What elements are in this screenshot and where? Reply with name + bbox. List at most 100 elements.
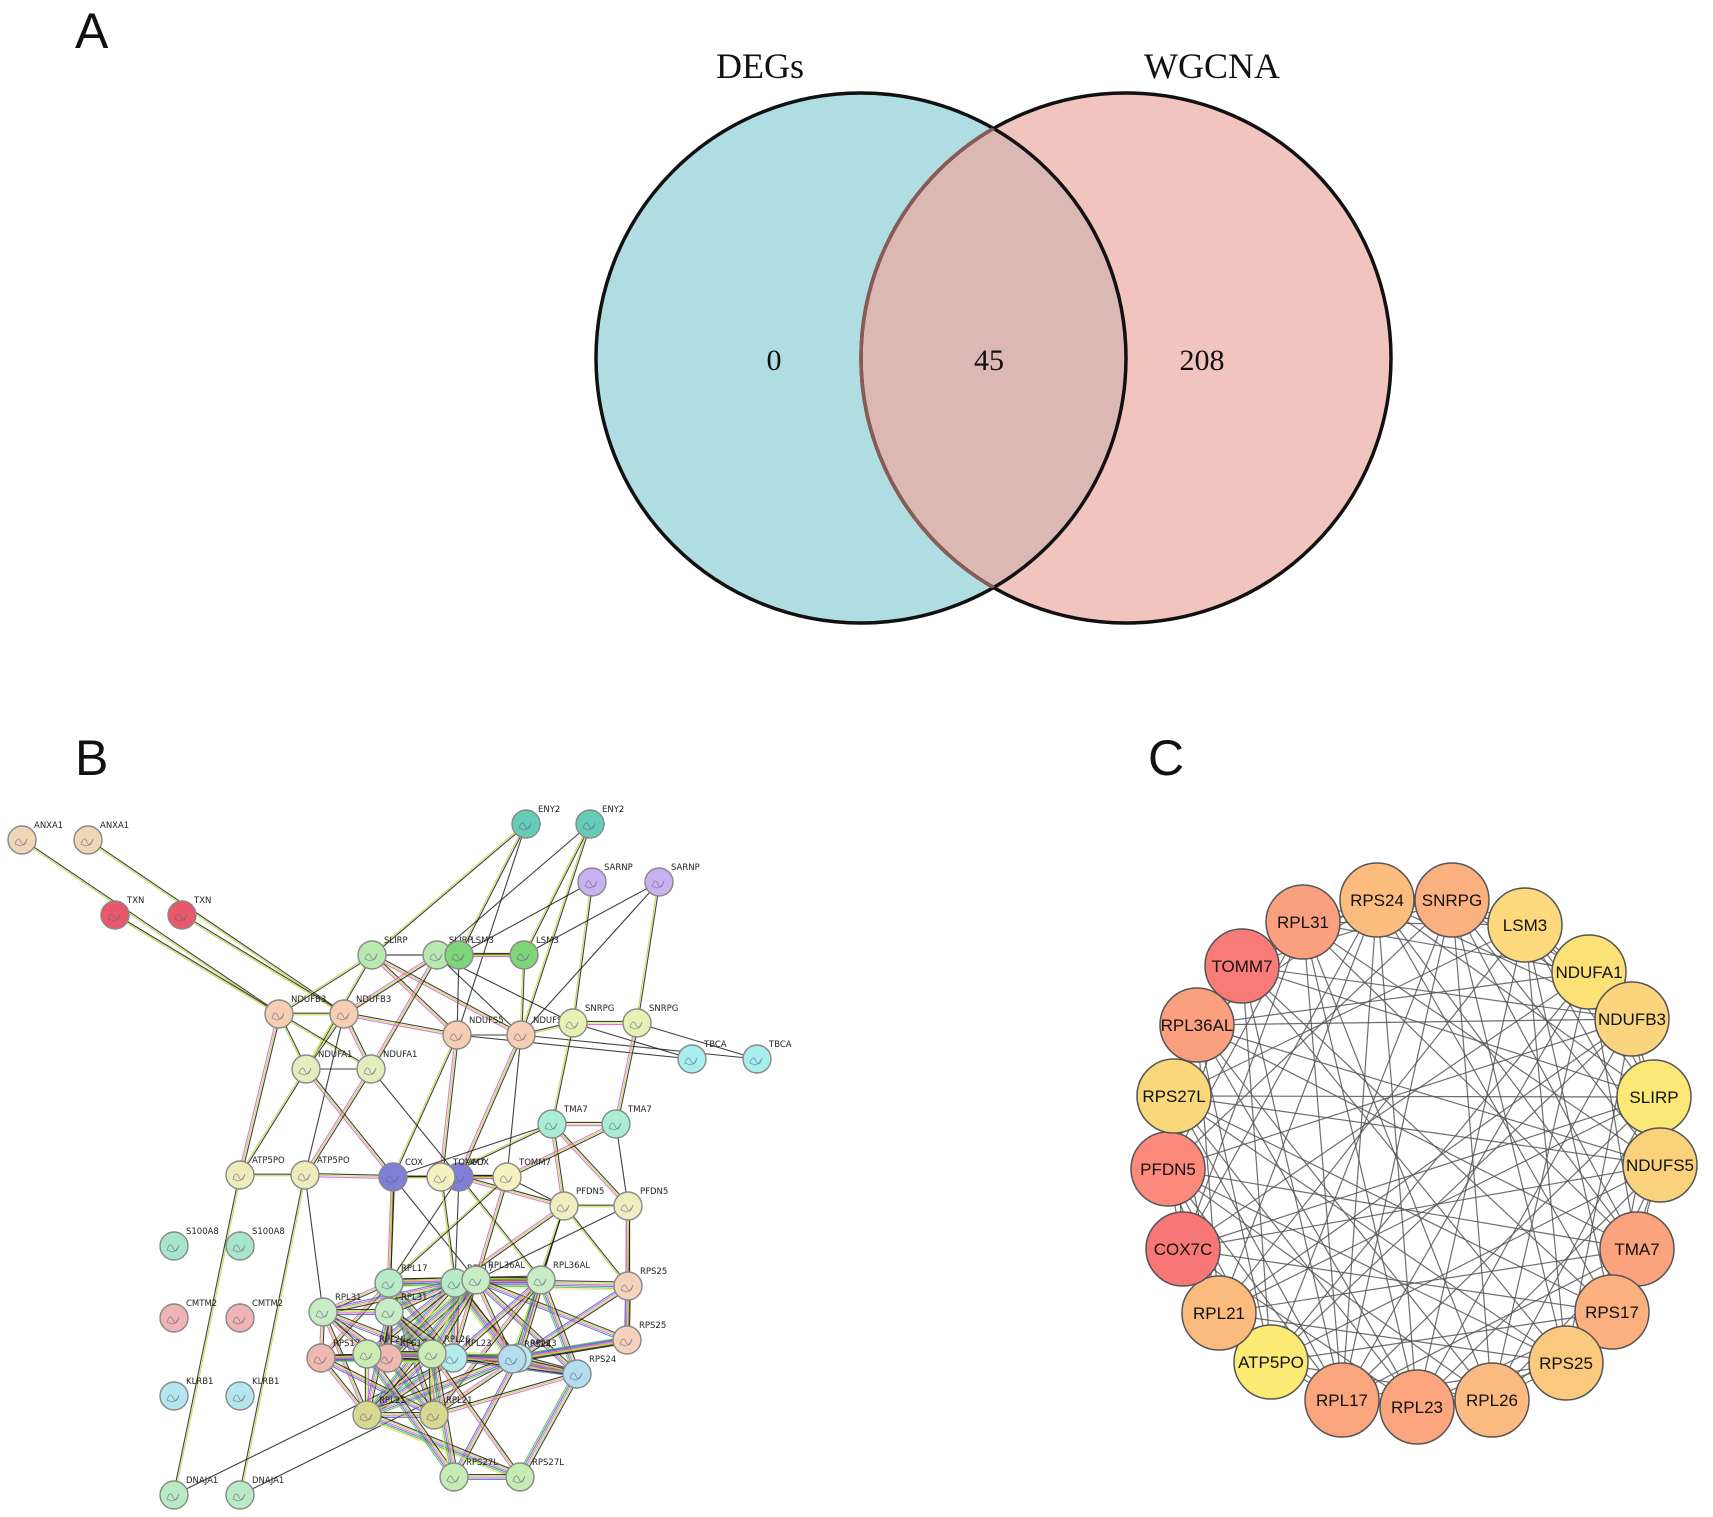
string-node-label: SARNP	[671, 863, 700, 873]
hub-edge	[1218, 924, 1526, 1314]
hub-node-circle	[1159, 987, 1235, 1063]
hub-edge	[1196, 1024, 1661, 1166]
string-node: S100A8	[225, 1227, 285, 1261]
string-node: TOMM7	[426, 1158, 485, 1192]
string-edge	[323, 1309, 434, 1353]
string-node-label: SLIRP	[384, 936, 408, 946]
string-edge	[368, 1355, 435, 1418]
string-edge	[459, 1035, 523, 1178]
string-edge	[367, 1352, 456, 1477]
string-node-circle	[526, 1265, 556, 1295]
hub-edge	[1173, 1095, 1343, 1401]
string-edge	[320, 1358, 434, 1417]
string-node-label: KLRB1	[252, 1377, 279, 1387]
hub-edge	[1302, 921, 1418, 1408]
hub-edge	[1182, 1096, 1655, 1250]
protein-structure-icon	[446, 1475, 460, 1484]
string-edge	[22, 838, 280, 1014]
string-edge	[366, 1415, 520, 1479]
hub-edge	[1173, 1095, 1567, 1364]
string-edge	[369, 1351, 458, 1476]
string-node: PFDN5	[613, 1187, 668, 1221]
string-edge	[434, 1375, 578, 1418]
string-node-label: RPL23	[465, 1339, 492, 1349]
hub-node-label: TMA7	[1614, 1240, 1659, 1259]
string-node: DNAJA1	[159, 1476, 218, 1510]
string-edge	[322, 1312, 432, 1356]
protein-structure-icon	[620, 1284, 634, 1293]
string-edge	[571, 881, 592, 1023]
string-network-nodes: ANXA1ANXA1TXNTXNENY2ENY2SARNPSARNPSLIRPS…	[7, 805, 792, 1510]
hub-node-circle	[1265, 884, 1341, 960]
string-edge	[475, 1280, 577, 1375]
protein-structure-icon	[298, 1067, 312, 1076]
string-node: RPL21	[419, 1396, 473, 1430]
string-node: ENY2	[575, 805, 624, 839]
string-node-circle	[612, 1325, 642, 1355]
string-edge	[550, 1124, 628, 1208]
string-node: RPS17	[306, 1339, 360, 1373]
hub-node: RPS24	[1339, 862, 1415, 938]
string-node-label: NDUFA1	[318, 1050, 352, 1060]
protein-structure-icon	[620, 1204, 634, 1213]
string-edge	[431, 1353, 521, 1478]
hub-edge	[1173, 1095, 1655, 1098]
protein-structure-icon	[433, 1175, 447, 1184]
string-edge	[520, 1374, 579, 1479]
string-node-label: TXN	[126, 896, 144, 906]
string-edge	[344, 1011, 458, 1034]
panel-letter-c: C	[1148, 730, 1184, 786]
string-edge	[114, 915, 279, 1016]
string-node-circle	[505, 1462, 535, 1492]
protein-structure-icon	[582, 822, 596, 831]
string-node-label: NDUFB3	[291, 995, 326, 1005]
string-node-label: LSM3	[471, 936, 494, 946]
string-edge	[433, 1371, 577, 1414]
string-node-circle	[537, 1109, 567, 1139]
hub-node-circle	[1594, 981, 1670, 1057]
string-edge	[452, 1278, 541, 1358]
string-edge	[238, 1068, 306, 1175]
string-edge	[343, 954, 438, 1015]
protein-structure-icon	[426, 1413, 440, 1422]
string-node: LSM3	[509, 936, 559, 970]
hub-edge	[1451, 899, 1638, 1250]
hub-edge	[1182, 921, 1304, 1250]
string-edge	[305, 1069, 373, 1177]
hub-node-label: PFDN5	[1140, 1160, 1196, 1179]
string-edge	[637, 882, 661, 1024]
string-node: ENY2	[511, 805, 560, 839]
string-edge	[87, 840, 344, 1016]
protein-structure-icon	[336, 1012, 350, 1021]
string-node-circle	[159, 1303, 189, 1333]
protein-structure-icon	[232, 1493, 246, 1502]
string-node-circle	[73, 825, 103, 855]
protein-structure-icon	[749, 1057, 763, 1066]
string-node-circle	[509, 940, 539, 970]
string-node-label: ENY2	[538, 805, 560, 815]
string-edge	[364, 1351, 431, 1414]
hub-edge	[1376, 899, 1418, 1408]
string-edge	[522, 1375, 581, 1479]
string-edge	[173, 1357, 454, 1496]
string-edge	[240, 1069, 308, 1176]
string-edge	[458, 1034, 522, 1178]
string-edge	[237, 1013, 278, 1175]
string-node-circle	[439, 1462, 469, 1492]
string-edge	[342, 953, 437, 1014]
hub-node-label: ATP5PO	[1238, 1353, 1304, 1372]
string-node: CMTM2	[159, 1299, 217, 1333]
string-node-label: RPL31	[401, 1293, 428, 1303]
protein-structure-icon	[297, 1173, 311, 1182]
string-node: SARNP	[577, 863, 633, 897]
hub-node-label: SNRPG	[1422, 891, 1482, 910]
hub-edge	[1302, 921, 1661, 1166]
hub-node: RPL26	[1454, 1362, 1530, 1438]
protein-structure-icon	[445, 1356, 459, 1365]
protein-structure-icon	[556, 1204, 570, 1213]
string-edge	[519, 1287, 630, 1361]
string-edge	[344, 955, 439, 1016]
string-edge	[368, 1360, 456, 1419]
venn-set-title-wgcna: WGCNA	[1144, 46, 1280, 86]
string-edge	[456, 1034, 693, 1060]
